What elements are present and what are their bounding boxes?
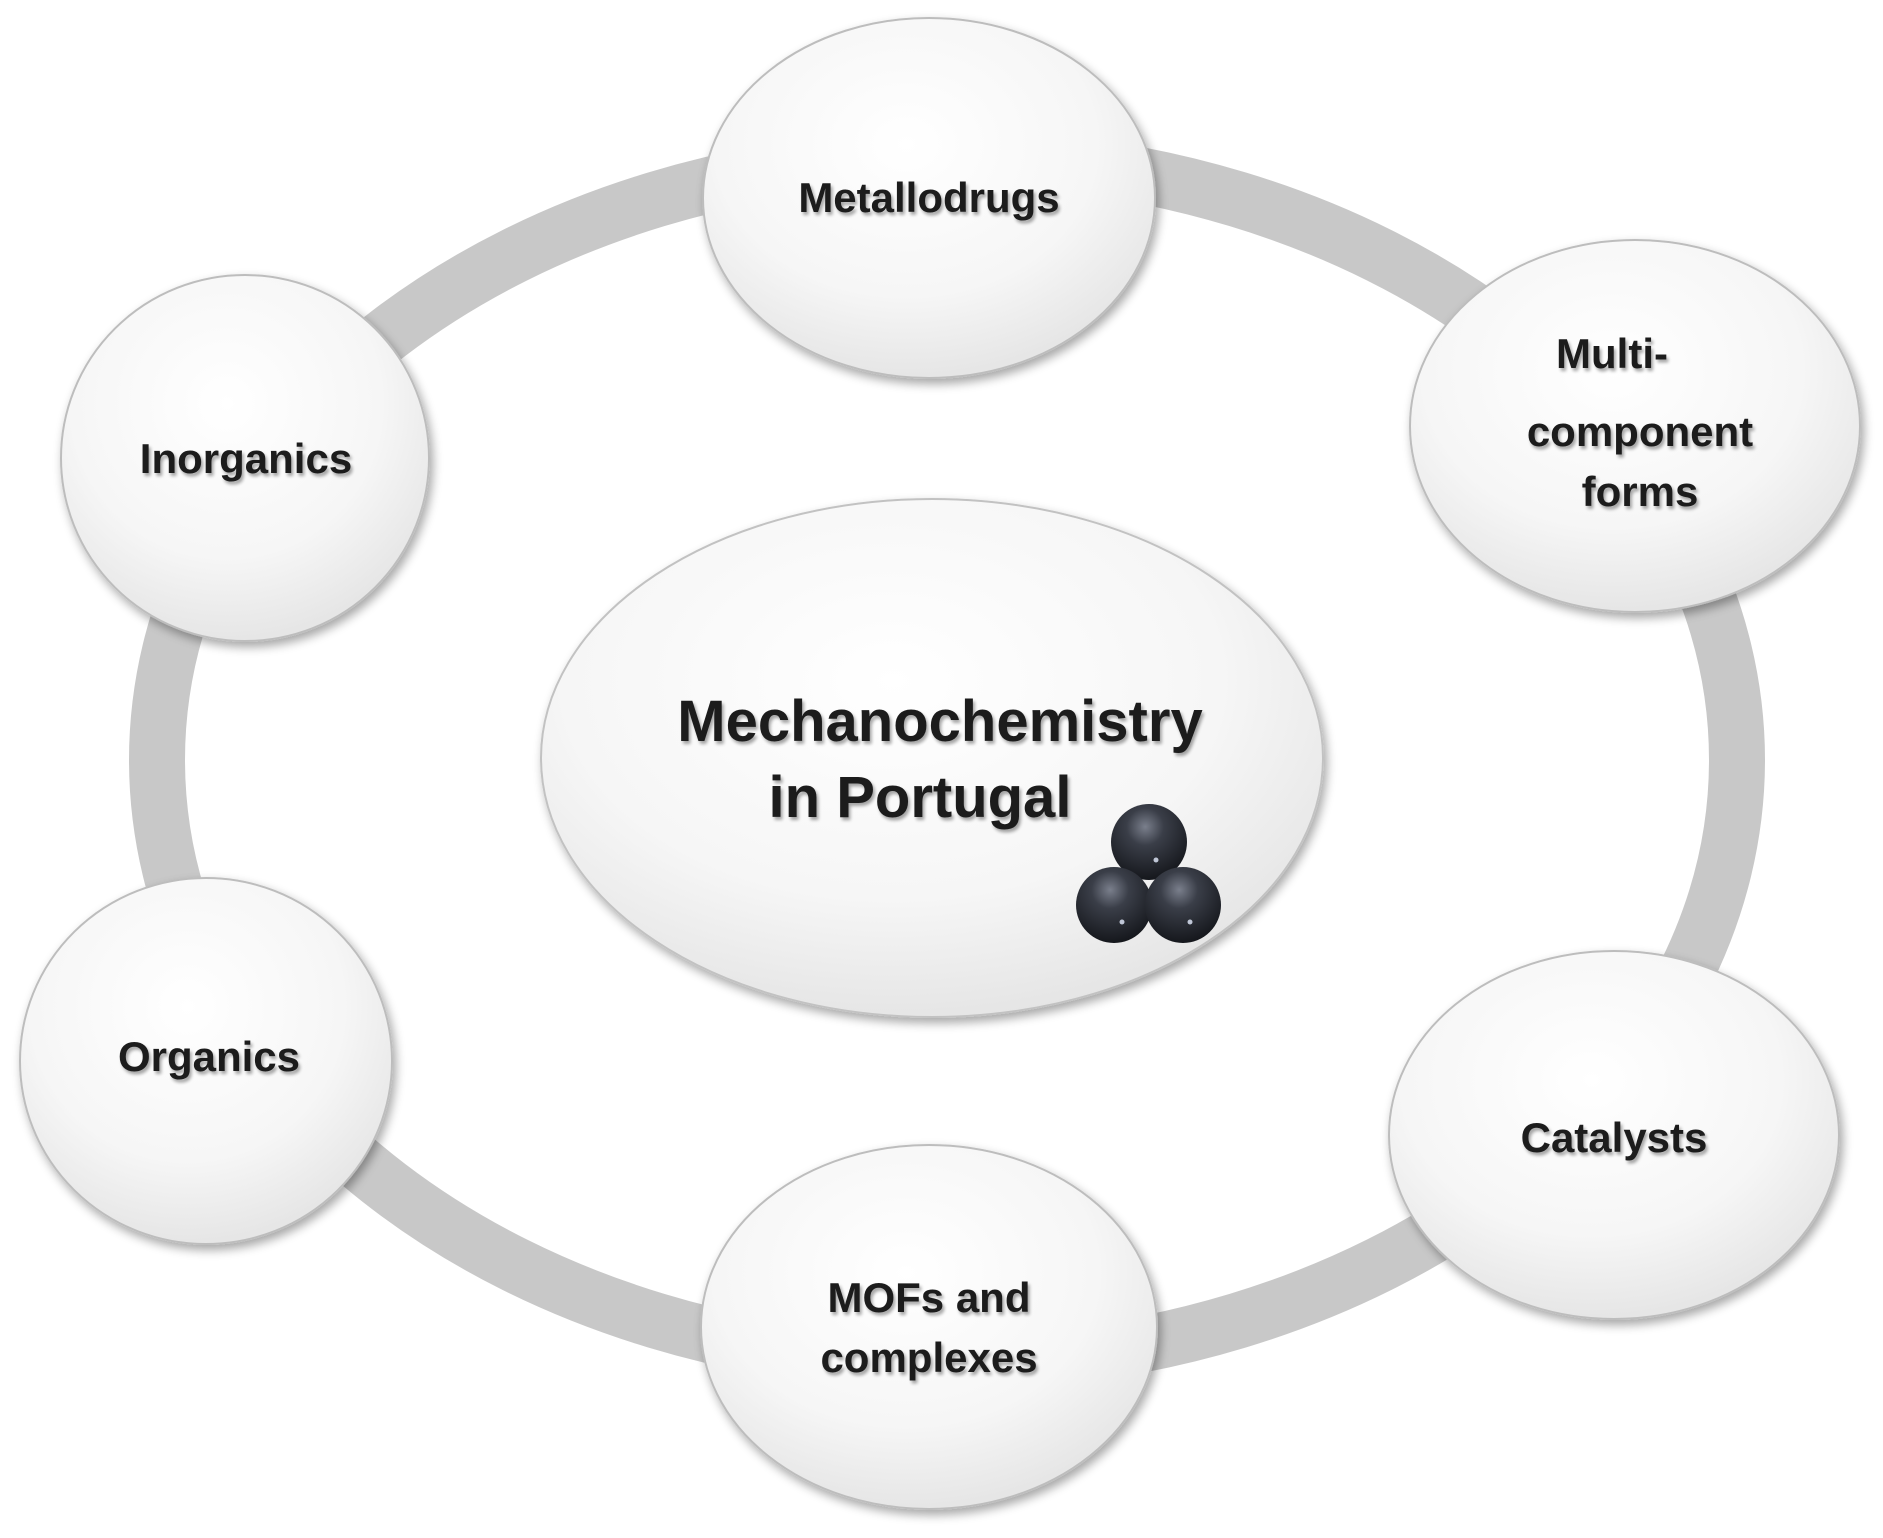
node-organics	[19, 877, 393, 1245]
node-organics-label: Organics	[118, 1033, 300, 1080]
node-multicomponent-line2: component	[1527, 408, 1753, 455]
node-mofs-complexes	[700, 1144, 1158, 1510]
node-catalysts	[1388, 950, 1840, 1320]
node-multicomponent-line3: forms	[1582, 468, 1699, 515]
node-metallodrugs-label: Metallodrugs	[798, 174, 1059, 221]
center-title-line1: Mechanochemistry	[677, 689, 1202, 754]
milling-balls-icon	[1076, 804, 1221, 943]
node-multicomponent-line1: Multi-	[1556, 330, 1668, 377]
node-catalysts-label: Catalysts	[1521, 1114, 1708, 1161]
node-multicomponent-forms	[1409, 239, 1861, 613]
node-inorganics-label: Inorganics	[140, 435, 352, 482]
node-mofs-line2: complexes	[820, 1334, 1037, 1381]
center-title-line2: in Portugal	[769, 765, 1072, 830]
node-inorganics	[60, 274, 430, 642]
node-metallodrugs	[702, 17, 1156, 379]
center-node	[540, 498, 1324, 1018]
node-mofs-line1: MOFs and	[827, 1274, 1030, 1321]
